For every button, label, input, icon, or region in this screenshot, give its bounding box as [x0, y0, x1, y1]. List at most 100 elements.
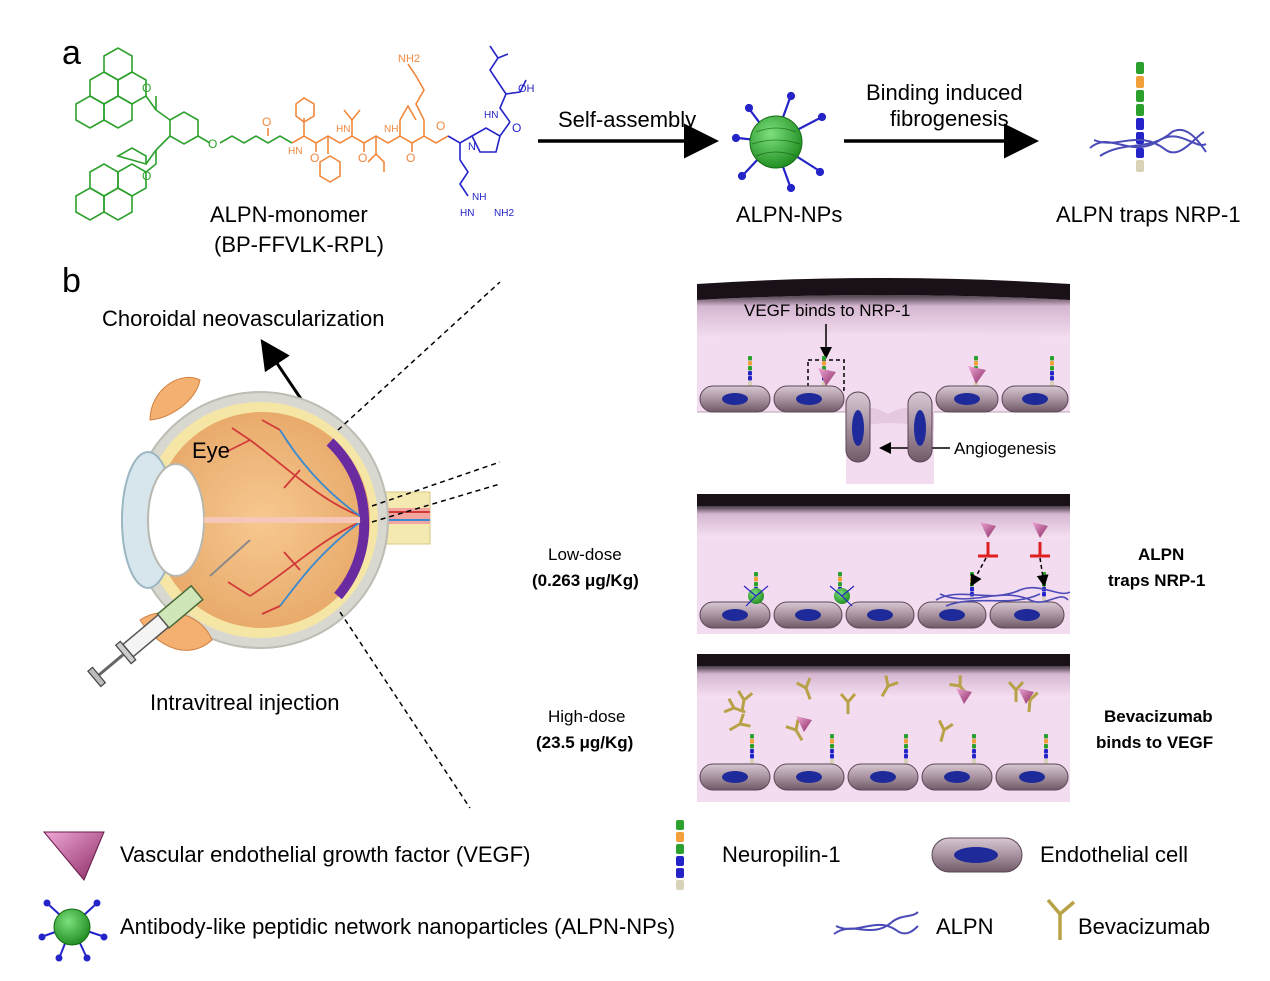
atom-nh2-top: NH2	[398, 53, 420, 65]
nrp1-receptor	[830, 734, 834, 764]
atom-n-ring: N	[468, 141, 476, 153]
atom-o7: O	[406, 151, 415, 165]
endothelial-cell	[989, 601, 1065, 629]
monomer-name: ALPN-monomer	[210, 202, 368, 227]
legend-alpn-icon	[833, 911, 919, 935]
self-assembly-label: Self-assembly	[558, 107, 696, 132]
endothelial-cell	[699, 763, 771, 791]
atom-o5: O	[310, 151, 319, 165]
monomer-sequence: (BP-FFVLK-RPL)	[214, 232, 384, 257]
peptide-ffvlk	[267, 63, 449, 183]
atom-o3: O	[208, 137, 217, 151]
peptide-rpl	[447, 45, 527, 197]
high-dose-line2: (23.5 μg/Kg)	[536, 733, 633, 752]
atom-o1: O	[142, 81, 151, 95]
high-dose-line1: High-dose	[548, 707, 626, 726]
eye-label: Eye	[192, 438, 230, 463]
atom-o9: O	[512, 121, 521, 135]
low-dose-line2: (0.263 μg/Kg)	[532, 571, 639, 590]
legend-bevacizumab-label: Bevacizumab	[1078, 914, 1210, 939]
alpn-nps-vessel2	[743, 585, 855, 607]
nrp1-receptor	[904, 734, 908, 764]
alpn-trap-line2: traps NRP-1	[1108, 571, 1205, 590]
nrp1-receptor	[1044, 734, 1048, 764]
bevacizumab-antibody	[1007, 681, 1025, 702]
chem-atom-labels: O O O O O O O O O NH2 OH HN HN NH HN N N…	[142, 53, 535, 219]
atom-o4: O	[262, 115, 271, 129]
bevacizumab-antibody	[723, 697, 746, 714]
vegf-molecules-vessel3	[796, 688, 1034, 732]
alpn-trap-icon	[1089, 62, 1207, 172]
endothelial-cell	[773, 601, 843, 629]
endothelial-cell	[847, 763, 919, 791]
bevacizumab-antibody	[839, 693, 857, 714]
legend-nrp1-label: Neuropilin-1	[722, 842, 841, 867]
endothelial-cell	[935, 385, 999, 413]
panel-b-label: b	[62, 262, 81, 300]
pyrene-bottom	[75, 147, 157, 221]
endothelial-cell	[773, 385, 845, 413]
legend-bevacizumab-icon	[1046, 898, 1076, 940]
bevacizumab-antibody	[728, 713, 751, 732]
alpn-traps-label: ALPN traps NRP-1	[1056, 202, 1241, 227]
legend-alpn-nps-icon	[38, 899, 108, 962]
nrp1-receptor	[748, 356, 752, 386]
legend-alpn-nps-label: Antibody-like peptidic network nanoparti…	[120, 914, 675, 939]
atom-oh: OH	[518, 83, 535, 95]
beva-line1: Bevacizumab	[1104, 707, 1213, 726]
endothelial-cell	[917, 601, 987, 629]
atom-hn1: HN	[288, 146, 302, 157]
atom-nh2-g: NH2	[494, 208, 514, 219]
vegf-molecules-vessel1	[818, 366, 986, 386]
angiogenesis-label: Angiogenesis	[954, 439, 1056, 458]
endothelial-cell	[995, 763, 1069, 791]
atom-hn-g: HN	[460, 208, 474, 219]
endothelial-cell	[773, 763, 845, 791]
vegf-binds-label: VEGF binds to NRP-1	[744, 301, 910, 320]
legend-endothelial-icon	[931, 837, 1023, 873]
nrp1-receptor	[750, 734, 754, 764]
alpn-np-icon	[731, 91, 827, 193]
atom-o8: O	[436, 119, 445, 133]
endothelial-cell	[845, 601, 915, 629]
alpn-trap-line1: ALPN	[1138, 545, 1184, 564]
central-ring	[145, 96, 211, 165]
endothelial-cell	[699, 601, 771, 629]
bevacizumab-antibody	[937, 719, 954, 742]
blocked-vegf-vessel2	[970, 522, 1050, 587]
nrp1-receptor	[1050, 356, 1054, 386]
legend-alpn-label: ALPN	[936, 914, 993, 939]
atom-o6: O	[358, 151, 367, 165]
alpn-monomer-structure	[75, 45, 527, 221]
alkyl-linker	[219, 135, 293, 144]
bevacizumab-antibody	[785, 719, 804, 742]
legend: Vascular endothelial growth factor (VEGF…	[38, 820, 1210, 962]
endothelial-cell	[921, 763, 993, 791]
pyrene-top	[75, 47, 157, 129]
alpn-network-vessel2	[935, 586, 1071, 607]
atom-hn3: NH	[384, 124, 398, 135]
nrp1-receptor	[972, 734, 976, 764]
sprout-cells	[845, 391, 933, 463]
low-dose-line1: Low-dose	[548, 545, 622, 564]
alpn-nps-label: ALPN-NPs	[736, 202, 842, 227]
panel-a-label: a	[62, 34, 81, 72]
bevacizumab-antibody	[880, 675, 899, 698]
fibrogenesis-label-line1: Binding induced	[866, 80, 1023, 105]
endothelial-cell	[1001, 385, 1069, 413]
endothelial-cell	[699, 385, 771, 413]
endothelial-cells	[699, 385, 1069, 791]
atom-nh-g: NH	[472, 192, 486, 203]
bevacizumab-antibody	[795, 677, 812, 700]
beva-line2: binds to VEGF	[1096, 733, 1213, 752]
eye-illustration	[87, 376, 431, 688]
syringe-icon	[87, 539, 251, 688]
fibrogenesis-label-line2: fibrogenesis	[890, 106, 1009, 131]
atom-hn2: HN	[336, 124, 350, 135]
injection-label: Intravitreal injection	[150, 690, 340, 715]
legend-vegf-label: Vascular endothelial growth factor (VEGF…	[120, 842, 530, 867]
cnv-label: Choroidal neovascularization	[102, 306, 385, 331]
zoom-lines	[337, 281, 501, 809]
legend-nrp1-icon	[676, 820, 684, 890]
